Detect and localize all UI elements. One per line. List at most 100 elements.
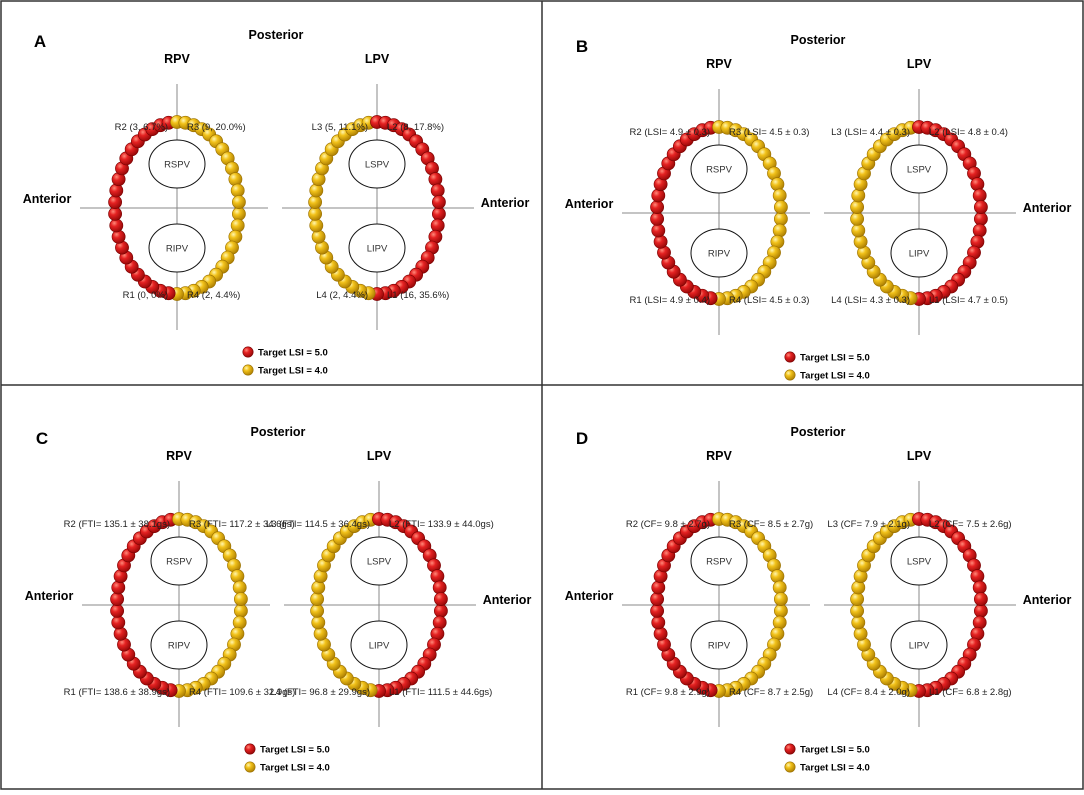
vein-label-ripv: RIPV	[708, 641, 731, 652]
posterior-label: Posterior	[791, 425, 846, 439]
rpv-ablation-point	[773, 200, 788, 214]
rpv-ablation-point	[230, 218, 245, 233]
segment-label-l2: L2 (CF= 7.5 ± 2.6g)	[929, 519, 1012, 530]
rpv-ablation-point	[770, 177, 785, 192]
legend-label-yellow: Target LSI = 4.0	[800, 763, 870, 774]
legend-yellow-marker	[784, 761, 796, 773]
segment-label-r1: R1 (LSI= 4.9 ± 0.4)	[630, 295, 710, 306]
lpv-ablation-point	[850, 211, 864, 226]
rpv-label: RPV	[706, 57, 732, 71]
vein-oval-lspv	[890, 536, 948, 586]
rpv-ablation-point	[653, 234, 668, 249]
segment-label-r2: R2 (CF= 9.8 ± 2.7g)	[626, 519, 710, 530]
rpv-ablation-point	[650, 603, 664, 618]
legend-red-marker	[242, 346, 254, 358]
rpv-ablation-point	[650, 211, 664, 226]
vein-oval-rspv	[150, 536, 208, 586]
segment-label-l1: L1 (16, 35.6%)	[387, 290, 449, 301]
rpv-ablation-point	[232, 580, 247, 595]
lpv-ablation-point	[851, 580, 866, 595]
lpv-ablation-point	[972, 188, 987, 203]
posterior-label: Posterior	[251, 425, 306, 439]
lpv-ablation-point	[433, 603, 448, 618]
vein-label-ripv: RIPV	[166, 244, 189, 255]
vein-label-lspv: LSPV	[365, 160, 390, 171]
legend-red-marker	[784, 351, 796, 363]
segment-label-l2: L2 (8, 17.8%)	[387, 122, 444, 133]
segment-label-l4: L4 (FTI= 96.8 ± 29.9gs)	[271, 687, 370, 698]
lpv-ablation-point	[311, 580, 326, 595]
legend-label-yellow: Target LSI = 4.0	[258, 366, 328, 377]
vein-oval-lipv	[890, 228, 948, 278]
rpv-ablation-point	[108, 206, 122, 221]
rpv-ablation-point	[230, 569, 245, 584]
posterior-label: Posterior	[249, 28, 304, 42]
lpv-ablation-point	[853, 626, 868, 641]
segment-label-r1: R1 (FTI= 138.6 ± 38.9gs)	[64, 687, 170, 698]
vein-oval-lspv	[890, 144, 948, 194]
rpv-ablation-point	[770, 569, 785, 584]
lpv-label: LPV	[907, 449, 932, 463]
rpv-ablation-point	[232, 615, 247, 630]
anterior-label-right: Anterior	[481, 196, 530, 210]
segment-label-l4: L4 (CF= 8.4 ± 2.0g)	[827, 687, 910, 698]
segment-label-l1: L1 (CF= 6.8 ± 2.8g)	[929, 687, 1012, 698]
anterior-label-left: Anterior	[25, 589, 74, 603]
vein-oval-lipv	[348, 223, 406, 273]
lpv-ablation-point	[309, 218, 324, 233]
vein-label-rspv: RSPV	[164, 160, 191, 171]
legend-yellow-marker	[244, 761, 256, 773]
vein-oval-ripv	[690, 228, 748, 278]
segment-label-l1: L1 (LSI= 4.7 ± 0.5)	[929, 295, 1008, 306]
rpv-ablation-point	[111, 229, 126, 244]
rpv-ablation-point	[233, 603, 248, 618]
segment-label-r3: R3 (LSI= 4.5 ± 0.3)	[729, 127, 809, 138]
lpv-ablation-point	[851, 615, 866, 630]
legend-label-red: Target LSI = 5.0	[800, 745, 870, 756]
legend-yellow-marker	[784, 369, 796, 381]
vein-label-lipv: LIPV	[909, 641, 930, 652]
rpv-ablation-point	[230, 183, 245, 198]
segment-label-l4: L4 (2, 4.4%)	[316, 290, 368, 301]
legend-label-red: Target LSI = 5.0	[260, 745, 330, 756]
rpv-label: RPV	[164, 52, 190, 66]
lpv-ablation-point	[850, 592, 864, 606]
rpv-ablation-point	[651, 615, 666, 630]
segment-label-l3: L3 (CF= 7.9 ± 2.1g)	[827, 519, 910, 530]
anterior-label-right: Anterior	[483, 593, 532, 607]
legend-red-marker	[244, 743, 256, 755]
vein-oval-rspv	[690, 536, 748, 586]
rpv-ablation-point	[651, 188, 666, 203]
segment-label-r1: R1 (CF= 9.8 ± 2.9g)	[626, 687, 710, 698]
rpv-ablation-point	[772, 580, 787, 595]
lpv-ablation-point	[853, 234, 868, 249]
rpv-label: RPV	[166, 449, 192, 463]
legend-label-red: Target LSI = 5.0	[800, 353, 870, 364]
lpv-ablation-point	[313, 626, 328, 641]
vein-label-rspv: RSPV	[166, 557, 193, 568]
segment-label-r4: R4 (FTI= 109.6 ± 32.9gs)	[189, 687, 295, 698]
vein-label-lipv: LIPV	[909, 249, 930, 260]
segment-label-r4: R4 (2, 4.4%)	[187, 290, 240, 301]
rpv-ablation-point	[653, 626, 668, 641]
segment-label-l2: L2 (LSI= 4.8 ± 0.4)	[929, 127, 1008, 138]
lpv-ablation-point	[973, 592, 988, 606]
anterior-label-left: Anterior	[565, 589, 614, 603]
rpv-ablation-point	[109, 218, 124, 233]
legend-label-yellow: Target LSI = 4.0	[260, 763, 330, 774]
segment-label-l2: L2 (FTI= 133.9 ± 44.0gs)	[389, 519, 494, 530]
lpv-ablation-point	[431, 195, 446, 209]
rpv-ablation-point	[650, 200, 664, 214]
vein-label-lspv: LSPV	[907, 165, 932, 176]
legend-red-marker	[784, 743, 796, 755]
segment-label-r3: R3 (CF= 8.5 ± 2.7g)	[729, 519, 813, 530]
lpv-ablation-point	[972, 223, 987, 238]
lpv-ablation-point	[851, 223, 866, 238]
vein-label-rspv: RSPV	[706, 165, 733, 176]
segment-label-r3: R3 (9, 20.0%)	[187, 122, 246, 133]
rpv-ablation-point	[772, 188, 787, 203]
